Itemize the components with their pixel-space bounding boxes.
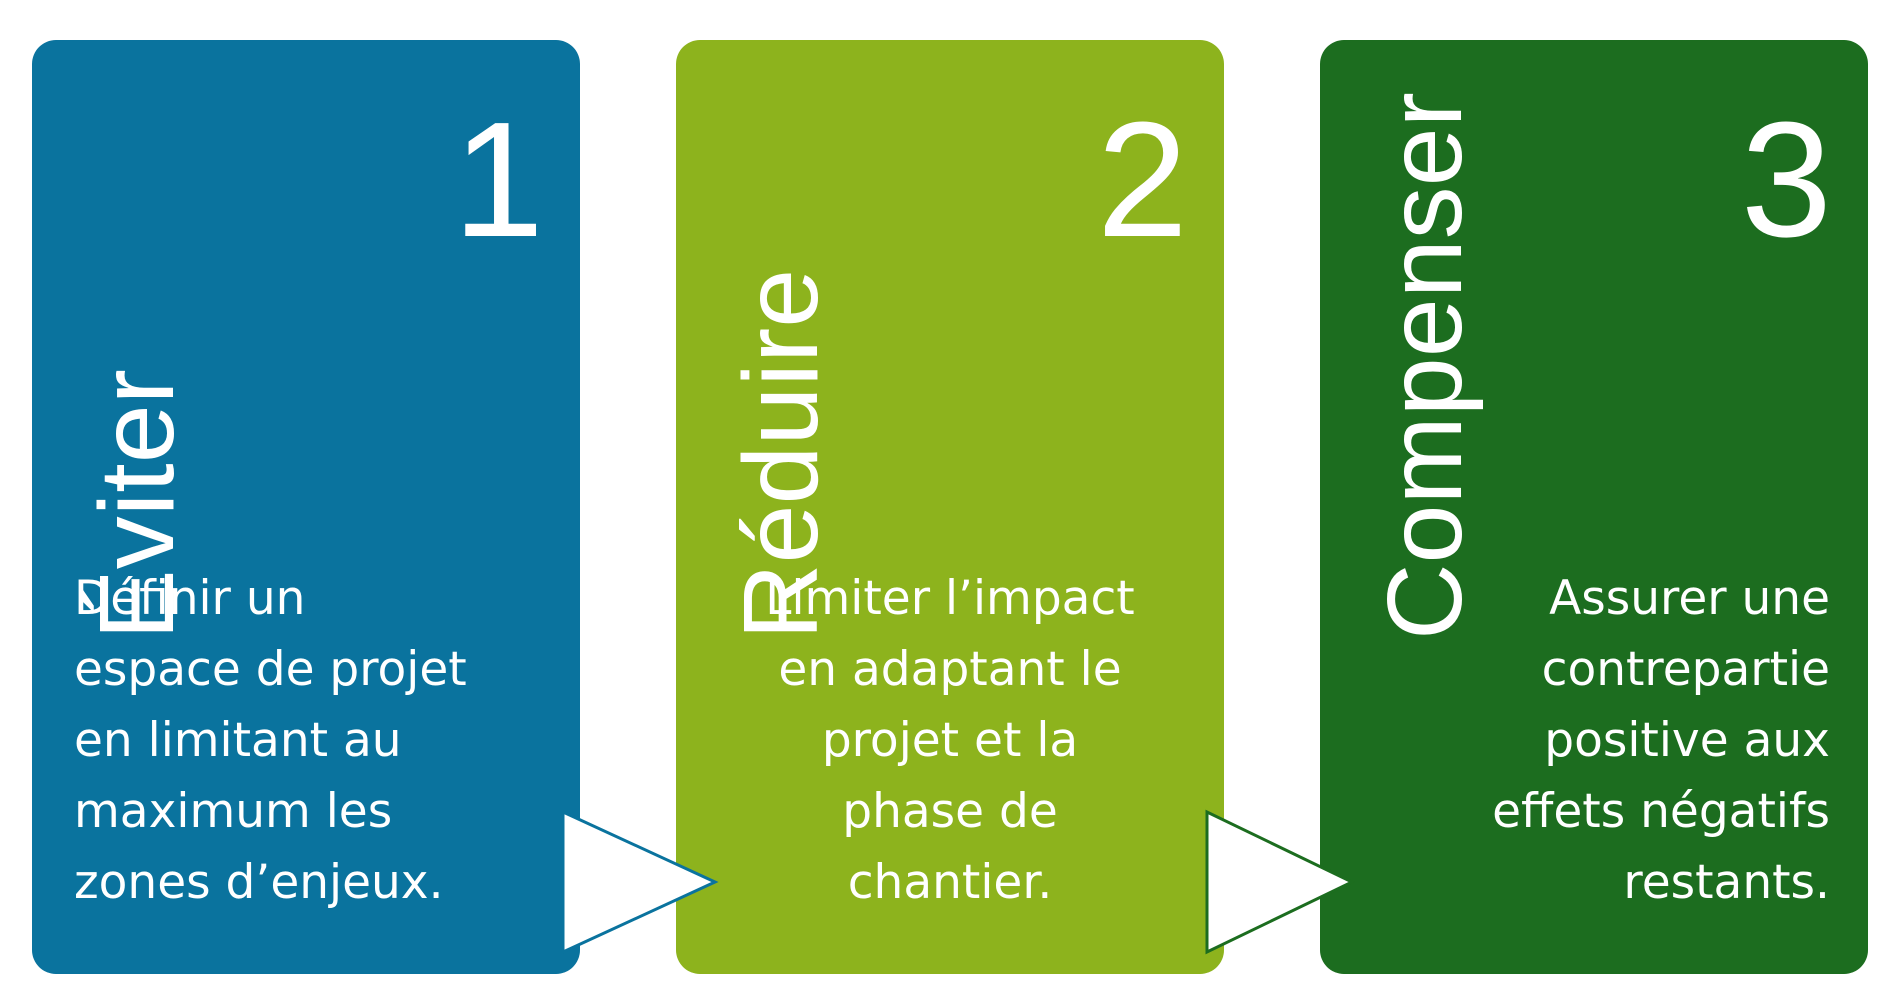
step-number: 2 [1096,88,1188,271]
description-line: restants. [1623,855,1830,910]
step-card-eviter: Éviter 1 Définir un espace de projet en … [32,40,580,974]
description-line: Assurer une [1549,571,1830,626]
description-line: Limiter l’impact [765,571,1135,626]
step-number: 1 [452,88,544,271]
description-line: projet et la [821,713,1079,768]
step-title: Éviter [78,369,196,640]
description-line: contrepartie [1541,642,1830,697]
description-line: zones d’enjeux. [74,855,444,910]
description-line: effets négatifs [1492,784,1830,839]
description-line: en limitant au [74,713,402,768]
description-line: chantier. [847,855,1053,910]
step-description: Limiter l’impact en adaptant le projet e… [676,563,1224,918]
step-number: 3 [1740,88,1832,271]
description-line: en adaptant le [778,642,1122,697]
description-line: positive aux [1544,713,1830,768]
description-line: phase de [842,784,1058,839]
step-description: Définir un espace de projet en limitant … [74,563,467,918]
step-card-reduire: Réduire 2 Limiter l’impact en adaptant l… [676,40,1224,974]
step-card-compenser: Compenser 3 Assurer une contrepartie pos… [1320,40,1868,974]
description-line: Définir un [74,571,306,626]
step-description: Assurer une contrepartie positive aux ef… [1492,563,1830,918]
step-title: Compenser [1366,92,1484,640]
step-title: Réduire [722,268,840,640]
description-line: maximum les [74,784,393,839]
description-line: espace de projet [74,642,467,697]
